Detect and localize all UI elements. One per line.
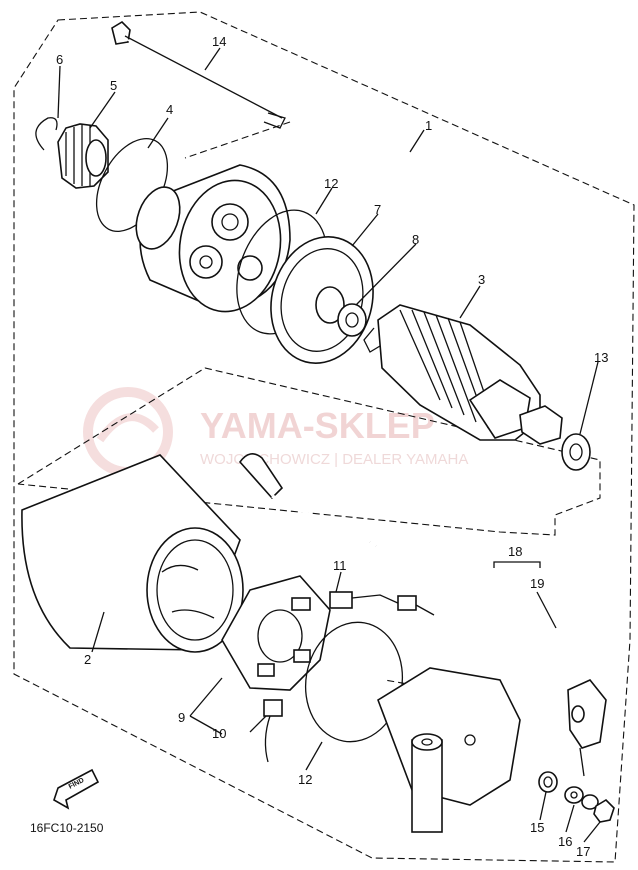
watermark-subtitle: WOJCIECHOWICZ | DEALER YAMAHA xyxy=(200,451,468,468)
part-number-label: 18 xyxy=(508,544,522,559)
part-number-label: 5 xyxy=(110,78,117,93)
figure-code: 16FC10-2150 xyxy=(30,821,104,835)
thrust-washer xyxy=(561,433,591,471)
brush-lead xyxy=(329,591,435,616)
part-number-label: 15 xyxy=(530,820,544,835)
part-number-label: 7 xyxy=(374,202,381,217)
circlip xyxy=(35,117,58,151)
front-cover xyxy=(135,164,291,313)
rear-cover xyxy=(377,667,521,833)
pinion-gear xyxy=(57,123,109,189)
part-number-label: 17 xyxy=(576,844,590,859)
through-bolt xyxy=(111,20,286,129)
find-arrow-icon: FIND xyxy=(53,768,100,810)
group-bracket xyxy=(493,561,541,568)
part-number-label: 11 xyxy=(333,558,347,573)
part-number-label: 4 xyxy=(166,102,173,117)
part-number-label: 12 xyxy=(298,772,312,787)
part-number-label: 6 xyxy=(56,52,63,67)
nut-17 xyxy=(593,798,615,823)
part-number-label: 16 xyxy=(558,834,572,849)
brush xyxy=(263,699,283,763)
starter-cable xyxy=(238,453,607,777)
washer-16b xyxy=(581,794,599,810)
leader-lines xyxy=(57,47,601,843)
armature xyxy=(363,304,563,445)
washer-16 xyxy=(564,786,584,804)
part-number-label: 14 xyxy=(212,34,226,49)
part-number-label: 8 xyxy=(412,232,419,247)
watermark-title: YAMA-SKLEP xyxy=(200,405,435,446)
part-labels: 1 2 3 4 5 6 7 8 9 10 11 12 12 13 14 15 1… xyxy=(56,34,608,859)
part-number-label: 13 xyxy=(594,350,608,365)
yoke xyxy=(21,454,244,653)
part-number-label: 19 xyxy=(530,576,544,591)
nut-15 xyxy=(538,771,558,793)
part-number-label: 1 xyxy=(425,118,432,133)
part-number-label: 12 xyxy=(324,176,338,191)
bearing-washer xyxy=(337,303,367,337)
watermark: YAMA-SKLEP WOJCIECHOWICZ | DEALER YAMAHA xyxy=(83,387,468,477)
part-number-label: 3 xyxy=(478,272,485,287)
part-number-label: 10 xyxy=(212,726,226,741)
part-number-label: 2 xyxy=(84,652,91,667)
nut-washer-set xyxy=(538,771,615,823)
brush-holder xyxy=(221,575,331,691)
part-number-label: 9 xyxy=(178,710,185,725)
